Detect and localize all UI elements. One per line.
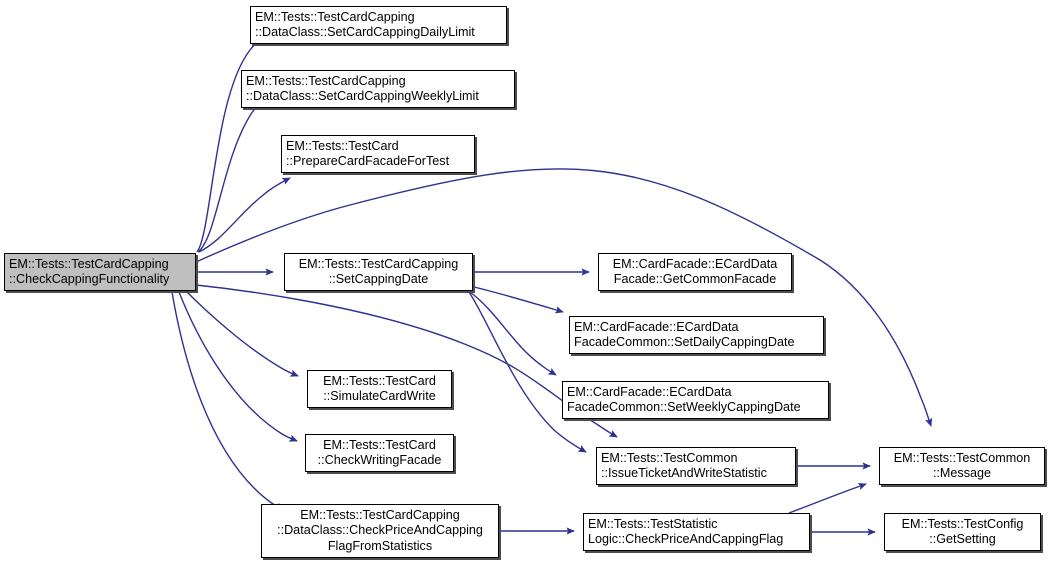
graph-node-check-capping-functionality[interactable]: EM::Tests::TestCardCapping::CheckCapping… [4,253,196,291]
graph-node-set-card-capping-weekly-limit[interactable]: EM::Tests::TestCardCapping::DataClass::S… [241,70,515,108]
graph-node-label-line: EM::Tests::TestCard [323,437,436,452]
graph-node-label-line: EM::Tests::TestCard [286,138,399,153]
graph-edge-check-capping-functionality-to-check-price-and-capping-flag-from-statistics [171,291,284,511]
graph-node-test-common-message[interactable]: EM::Tests::TestCommon::Message [879,447,1045,485]
graph-node-label-line: EM::CardFacade::ECardData [612,256,778,271]
graph-node-label-line: ::CheckWritingFacade [317,453,442,467]
graph-node-label-line: EM::Tests::TestConfig [901,516,1024,531]
graph-node-label-line: EM::Tests::TestCommon [601,450,738,465]
graph-node-label-line: EM::CardFacade::ECardData [567,384,732,399]
graph-node-label-line: EM::CardFacade::ECardData [574,319,739,334]
graph-edge-check-capping-functionality-to-issue-ticket-and-write-statistic [195,284,618,438]
graph-edge-set-capping-date-to-set-daily-capping-date [473,286,564,314]
graph-node-label-line: ::PrepareCardFacadeForTest [286,154,450,168]
graph-node-label-line: EM::Tests::TestCardCapping [300,507,460,522]
graph-node-label-line: ::IssueTicketAndWriteStatistic [601,466,767,480]
graph-node-label-line: EM::Tests::TestCardCapping [255,9,415,24]
graph-node-simulate-card-write[interactable]: EM::Tests::TestCard::SimulateCardWrite [307,370,452,408]
graph-node-label-line: EM::Tests::TestCardCapping [9,256,169,271]
graph-edge-check-capping-functionality-to-set-card-capping-weekly-limit [197,95,271,253]
graph-node-check-price-and-capping-flag-from-statistics[interactable]: EM::Tests::TestCardCapping::DataClass::C… [261,504,499,558]
graph-node-label-line: ::DataClass::SetCardCappingWeeklyLimit [246,89,479,103]
graph-node-label-line: FacadeCommon::SetDailyCappingDate [574,335,795,349]
graph-node-check-writing-facade[interactable]: EM::Tests::TestCard::CheckWritingFacade [305,434,454,472]
graph-edge-check-capping-functionality-to-check-writing-facade [178,291,298,442]
graph-node-label-line: EM::Tests::TestCardCapping [246,73,406,88]
graph-edge-set-capping-date-to-set-weekly-capping-date [469,291,557,376]
graph-edge-check-capping-functionality-to-simulate-card-write [186,291,299,377]
graph-node-label-line: ::DataClass::CheckPriceAndCapping [277,523,483,538]
graph-node-label-line: ::DataClass::SetCardCappingDailyLimit [255,25,475,39]
graph-node-label-line: ::GetSetting [929,532,996,546]
graph-node-label-line: EM::Tests::TestCardCapping [298,256,459,271]
graph-node-prepare-card-facade-for-test[interactable]: EM::Tests::TestCard::PrepareCardFacadeFo… [281,135,475,173]
graph-node-label-line: Logic::CheckPriceAndCappingFlag [588,532,784,546]
graph-node-test-config-get-setting[interactable]: EM::Tests::TestConfig::GetSetting [884,513,1041,551]
graph-node-label-line: ::CheckCappingFunctionality [9,272,170,286]
graph-node-issue-ticket-and-write-statistic[interactable]: EM::Tests::TestCommon::IssueTicketAndWri… [596,447,796,485]
graph-node-label-line: ::SimulateCardWrite [323,389,436,403]
graph-node-label-line: FacadeCommon::SetWeeklyCappingDate [567,400,801,414]
graph-node-label-line: EM::Tests::TestCard [323,373,436,388]
graph-node-label-line: EM::Tests::TestCommon [893,450,1031,465]
graph-edge-check-capping-functionality-to-prepare-card-facade-for-test [198,177,291,253]
graph-edge-check-capping-functionality-to-set-card-capping-daily-limit [196,33,270,253]
graph-node-label-line: EM::Tests::TestStatistic [588,516,718,531]
graph-node-label-line: Facade::GetCommonFacade [613,272,777,286]
graph-edge-check-price-and-capping-flag-to-test-common-message [788,482,867,514]
graph-node-set-card-capping-daily-limit[interactable]: EM::Tests::TestCardCapping::DataClass::S… [250,6,507,44]
graph-node-label-line: ::Message [932,466,992,480]
graph-node-label-line: FlagFromStatistics [327,538,433,553]
graph-node-label-line: ::SetCappingDate [328,272,429,286]
graph-node-set-capping-date[interactable]: EM::Tests::TestCardCapping::SetCappingDa… [284,253,473,291]
